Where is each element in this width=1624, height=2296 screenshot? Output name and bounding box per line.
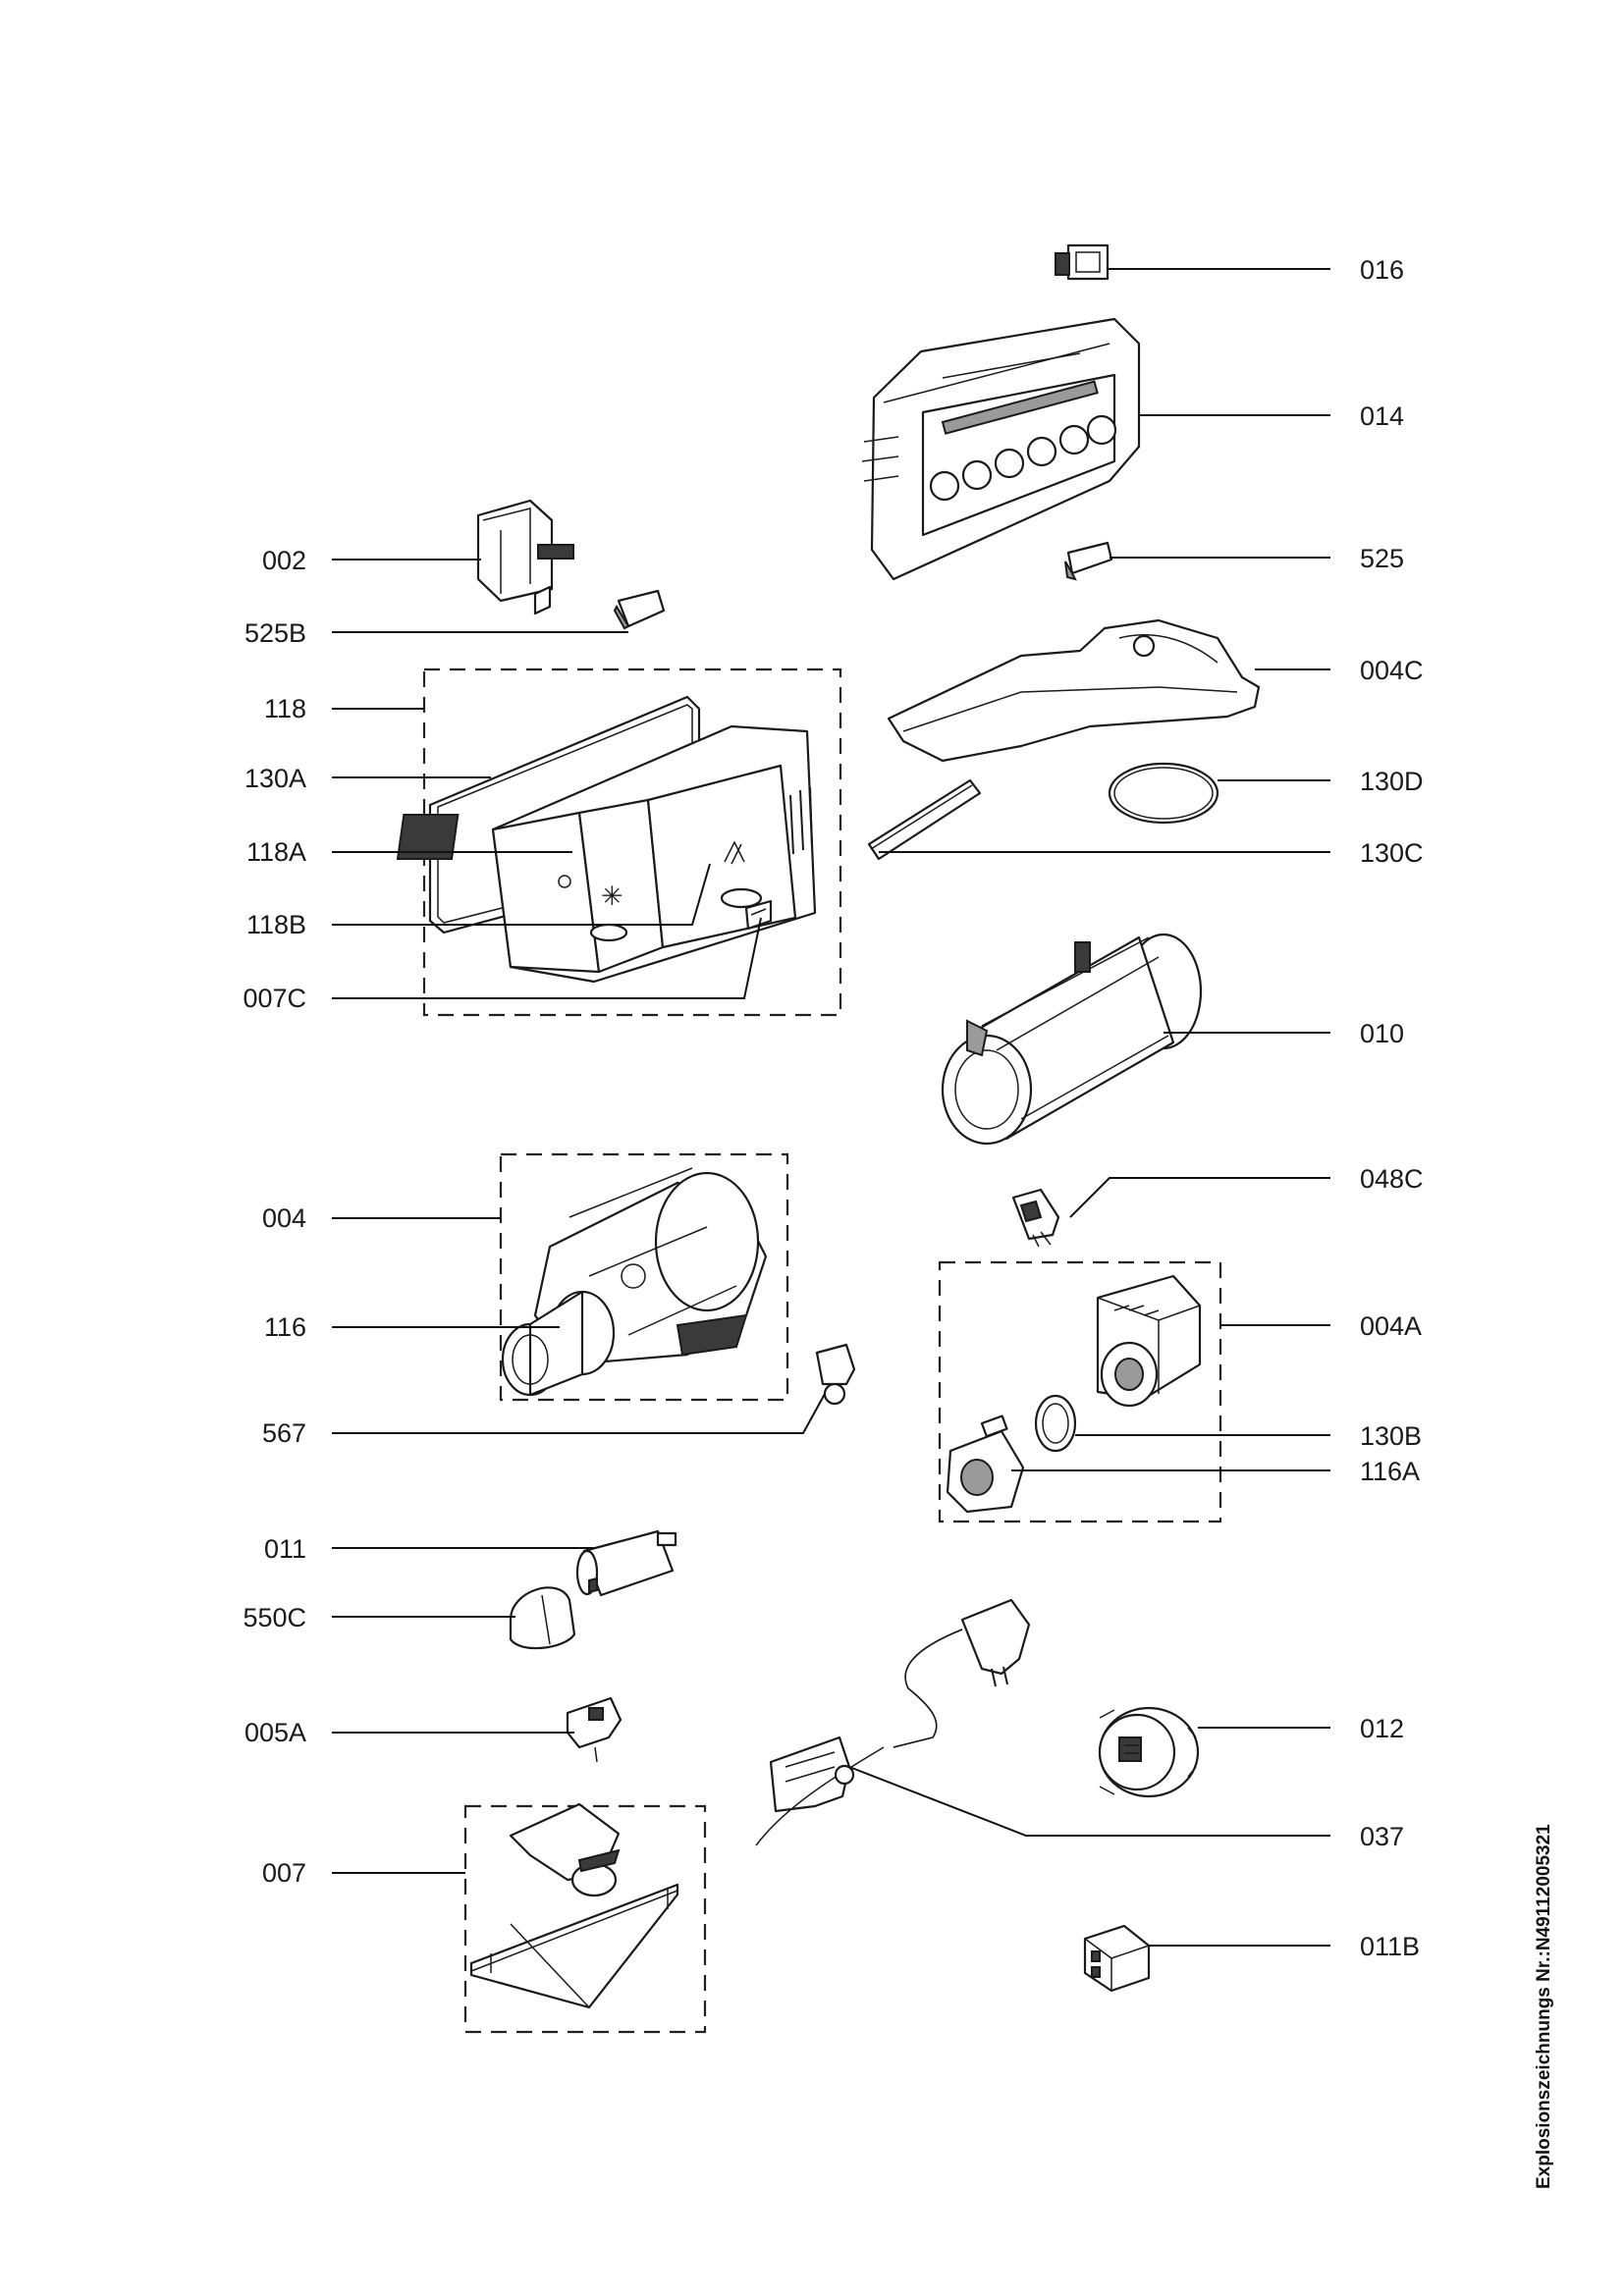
part-004a-assembly: [1096, 1274, 1202, 1408]
label-116: 116: [264, 1312, 306, 1342]
label-048c: 048C: [1360, 1164, 1424, 1194]
part-130d-ring: [1108, 762, 1219, 825]
label-007c: 007C: [243, 984, 306, 1013]
part-014-electronic-module: [861, 317, 1141, 581]
part-525b: [613, 589, 666, 630]
label-005a: 005A: [244, 1718, 306, 1747]
label-567: 567: [262, 1418, 306, 1448]
leaders-left: [332, 559, 826, 1874]
label-007: 007: [262, 1858, 306, 1888]
part-011b-relay: [1083, 1924, 1151, 1993]
label-016: 016: [1360, 255, 1404, 285]
part-004c-cover: [887, 618, 1261, 763]
label-118: 118: [264, 694, 306, 723]
label-550c: 550C: [243, 1603, 306, 1632]
part-011-component: [575, 1529, 677, 1597]
part-010-heater: [941, 933, 1203, 1146]
labels-right: 016 014 525 004C 130D 130C 010 048C 004A…: [1360, 255, 1424, 1961]
label-525b: 525B: [244, 618, 306, 648]
label-118b: 118B: [246, 910, 306, 939]
label-004c: 004C: [1360, 656, 1424, 685]
part-002-switch: [476, 499, 574, 615]
label-011b: 011B: [1360, 1932, 1420, 1961]
label-116a: 116A: [1360, 1457, 1420, 1486]
part-116-connector: [501, 1290, 616, 1397]
label-130a: 130A: [244, 764, 306, 793]
label-037: 037: [1360, 1822, 1404, 1851]
label-014: 014: [1360, 401, 1404, 431]
part-525: [1064, 541, 1113, 581]
part-048c-sensor: [1011, 1188, 1060, 1248]
part-130b-oring: [1034, 1394, 1077, 1453]
label-004a: 004A: [1360, 1311, 1422, 1341]
label-130d: 130D: [1360, 767, 1424, 796]
part-130c-strip: [867, 778, 982, 861]
label-130c: 130C: [1360, 838, 1424, 868]
part-012-pressure-sensor: [1098, 1706, 1200, 1798]
part-016-display: [1055, 243, 1110, 281]
group-box-004a: [938, 1260, 1222, 1523]
drawing-reference-number: Explosionszeichnungs Nr.:N49112005321: [1534, 1824, 1554, 2189]
part-007-spray-arm: [469, 1802, 679, 2009]
part-005a-sensor: [566, 1696, 623, 1763]
part-007c-clip: [744, 899, 773, 931]
labels-left: 002 525B 118 130A 118A 118B 007C 004 116…: [243, 546, 306, 1888]
group-box-118: [422, 667, 842, 1017]
group-box-007: [463, 1804, 707, 2034]
svg-text:✳: ✳: [601, 881, 623, 911]
label-004: 004: [262, 1203, 306, 1233]
label-130b: 130B: [1360, 1421, 1422, 1451]
label-012: 012: [1360, 1714, 1404, 1743]
label-010: 010: [1360, 1019, 1404, 1048]
part-116a-valve: [946, 1415, 1025, 1514]
part-037-hose: [755, 1598, 1031, 1846]
part-550c-cap: [509, 1586, 576, 1650]
label-011: 011: [264, 1534, 306, 1564]
leaders-right: [848, 268, 1330, 1947]
label-118a: 118A: [246, 837, 306, 867]
label-002: 002: [262, 546, 306, 575]
group-box-004: [499, 1152, 789, 1402]
label-525: 525: [1360, 544, 1404, 573]
part-567-clamp: [815, 1343, 856, 1406]
